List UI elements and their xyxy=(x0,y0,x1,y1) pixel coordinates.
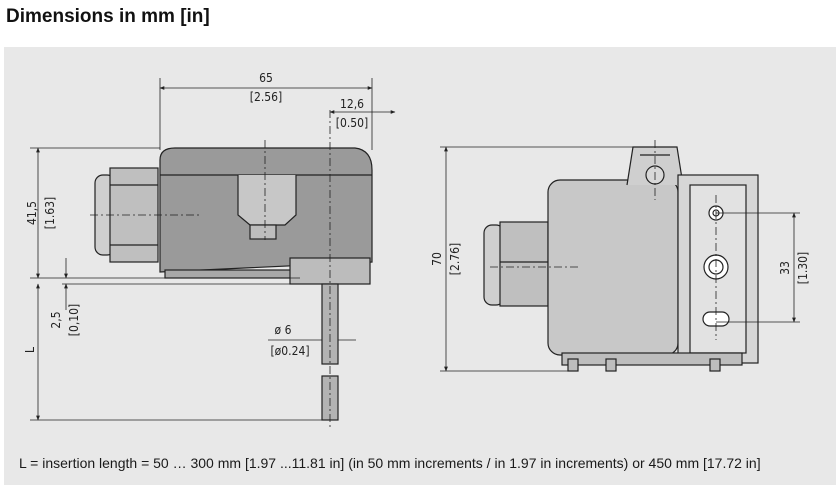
height-in-label: [1.63] xyxy=(43,197,57,229)
offset-mm-label: 12,6 xyxy=(340,97,364,111)
gap-in-label: [0,10] xyxy=(67,304,81,336)
gap-mm-label: 2,5 xyxy=(49,311,63,328)
diameter-in-label: [ø0.24] xyxy=(270,344,309,358)
diameter-mm-label: ø 6 xyxy=(275,323,292,337)
page-title: Dimensions in mm [in] xyxy=(6,6,210,27)
total-height-in-label: [2.76] xyxy=(448,243,462,275)
footnote: L = insertion length = 50 … 300 mm [1.97… xyxy=(19,455,761,471)
height-mm-label: 41,5 xyxy=(25,201,39,225)
width-mm-label: 65 xyxy=(259,71,273,85)
offset-in-label: [0.50] xyxy=(336,116,368,130)
total-height-mm-label: 70 xyxy=(430,252,444,266)
side-view xyxy=(90,110,373,430)
front-view xyxy=(483,140,759,372)
insertion-length-label: L xyxy=(23,347,37,353)
hole-spacing-mm-label: 33 xyxy=(778,261,792,275)
hole-spacing-in-label: [1.30] xyxy=(796,252,810,284)
width-in-label: [2.56] xyxy=(250,90,282,104)
